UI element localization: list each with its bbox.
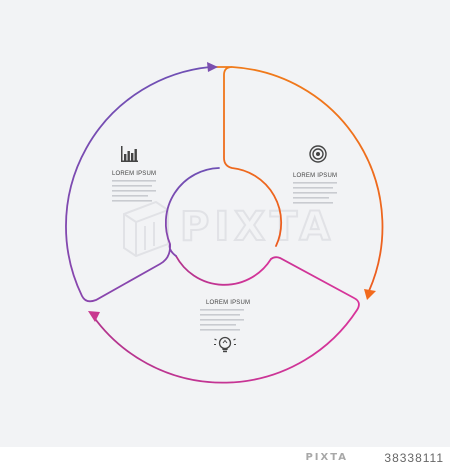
- target-icon: [309, 145, 327, 163]
- segment-purple-outline: [65, 66, 211, 303]
- segment-purple-text-line: [112, 185, 152, 187]
- segment-purple-title: LOREM IPSUM: [112, 171, 156, 177]
- purple-arrowhead-icon: [207, 62, 218, 72]
- footer-image-id: 38338111: [384, 451, 444, 465]
- segment-purple-text-line: [112, 195, 148, 197]
- segment-orange-text-line: [293, 187, 333, 189]
- segment-orange-outer-arc: [231, 66, 384, 292]
- segment-magenta-text-line: [200, 319, 244, 321]
- segment-purple: [65, 62, 220, 303]
- segment-purple-content: LOREM IPSUM: [112, 146, 156, 202]
- segment-orange-content: LOREM IPSUM: [293, 145, 337, 204]
- segment-magenta-outline: [92, 256, 360, 384]
- segment-purple-text-line: [112, 180, 156, 182]
- segment-purple-inner-arc: [164, 167, 220, 245]
- segment-purple-text-line: [112, 190, 156, 192]
- segment-magenta-text-line: [200, 314, 240, 316]
- orange-arrowhead-icon: [364, 289, 376, 300]
- segment-orange-text-line: [293, 182, 337, 184]
- watermark: PIXTA: [123, 200, 335, 258]
- watermark-text: PIXTA: [180, 204, 335, 250]
- segment-magenta-content: LOREM IPSUM: [200, 300, 250, 353]
- segment-orange-text-line: [293, 192, 337, 194]
- watermark-logo-icon: [123, 200, 169, 258]
- footer-logo: PIXTA: [305, 452, 348, 463]
- segment-orange: [209, 66, 384, 300]
- segment-magenta: [88, 255, 360, 384]
- footer-bar: PIXTA 38338111: [0, 447, 450, 469]
- magenta-arrowhead-icon: [88, 311, 100, 322]
- segment-magenta-text-line: [200, 309, 244, 311]
- segment-orange-title: LOREM IPSUM: [293, 173, 337, 179]
- segment-orange-text-line: [293, 197, 329, 199]
- segment-magenta-inner-arc: [175, 255, 272, 286]
- segment-magenta-title: LOREM IPSUM: [206, 300, 250, 306]
- segment-purple-text-line: [112, 200, 152, 202]
- bar-chart-icon: [121, 146, 138, 162]
- segment-magenta-text-line: [200, 329, 240, 331]
- segment-orange-text-line: [293, 202, 333, 204]
- segment-magenta-text-line: [200, 324, 236, 326]
- lightbulb-icon: [214, 336, 236, 353]
- segment-orange-outline: [209, 66, 283, 247]
